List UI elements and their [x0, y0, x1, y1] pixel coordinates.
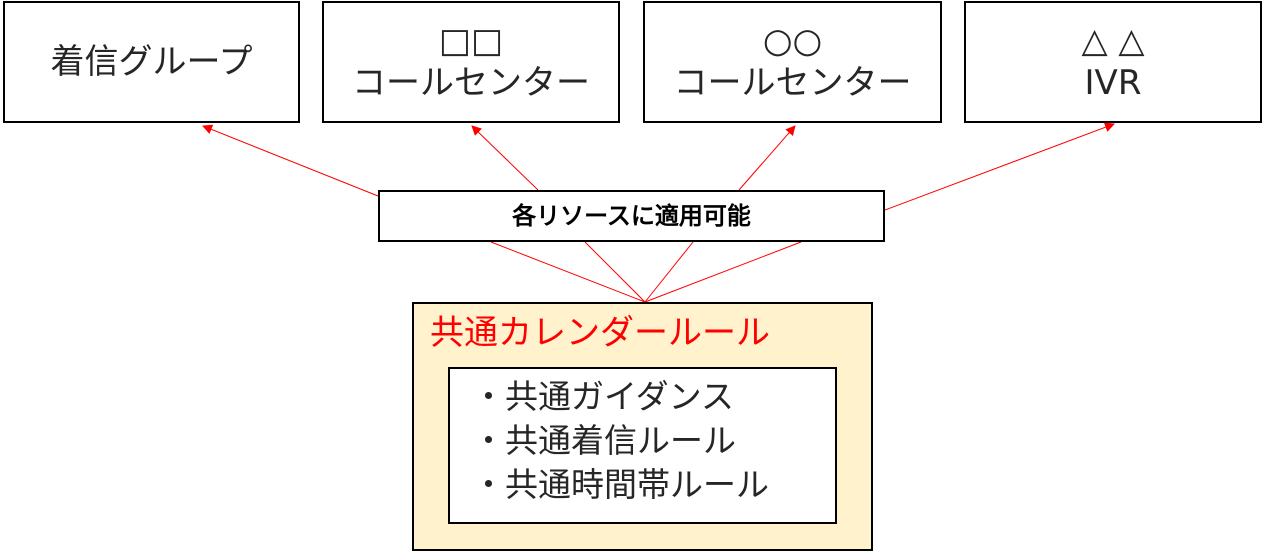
link-calendar-1: [490, 241, 646, 303]
arrow-to-cc2: [738, 125, 796, 191]
resource-box-call-center-circles: ○○ コールセンター: [643, 1, 942, 123]
arrow-to-ivr: [884, 122, 1115, 211]
resource-label: 着信グループ: [50, 42, 253, 82]
arrow-to-cc1: [471, 125, 539, 191]
link-calendar-3: [644, 241, 694, 303]
calendar-rule-list: ・共通ガイダンス ・共通着信ルール ・共通時間帯ルール: [448, 367, 837, 524]
link-calendar-4: [644, 241, 802, 303]
resource-label: コールセンター: [673, 63, 912, 103]
resource-symbol: ○○: [762, 21, 823, 61]
resource-box-call-center-squares: □□ コールセンター: [322, 1, 620, 123]
apply-label-box: 各リソースに適用可能: [378, 190, 885, 242]
resource-label: IVR: [1084, 63, 1142, 103]
resource-symbol: △ △: [1081, 21, 1145, 61]
arrow-to-group: [202, 124, 379, 197]
apply-label: 各リソースに適用可能: [512, 202, 751, 230]
calendar-rule-item: ・共通着信ルール: [472, 421, 736, 460]
resource-box-incoming-group: 着信グループ: [3, 1, 300, 123]
common-calendar-rule-box: 共通カレンダールール ・共通ガイダンス ・共通着信ルール ・共通時間帯ルール: [412, 302, 873, 551]
resource-label: コールセンター: [352, 63, 590, 103]
calendar-rule-item: ・共通時間帯ルール: [472, 465, 769, 504]
resource-box-ivr: △ △ IVR: [964, 1, 1262, 123]
link-calendar-2: [584, 241, 646, 303]
calendar-rule-item: ・共通ガイダンス: [472, 377, 735, 416]
resource-symbol: □□: [438, 21, 504, 61]
calendar-title: 共通カレンダールール: [430, 313, 770, 353]
